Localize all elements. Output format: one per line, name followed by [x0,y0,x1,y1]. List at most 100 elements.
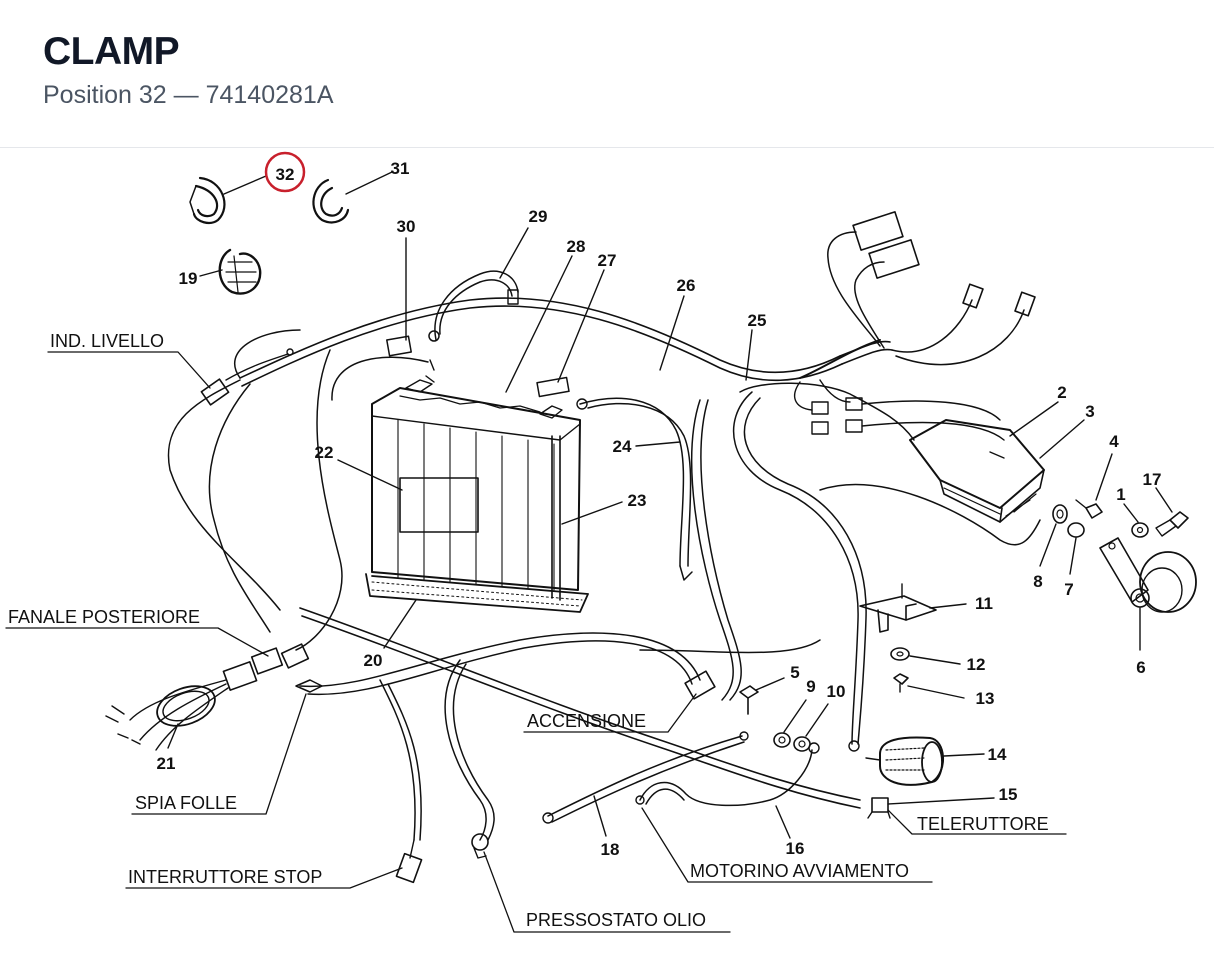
leader-4 [1095,453,1113,501]
part-number-8[interactable]: 8 [1033,572,1042,591]
starter-motor-part[interactable] [865,736,945,786]
nut-9-part[interactable] [773,732,791,748]
label-motorino-avviamento[interactable]: MOTORINO AVVIAMENTO [690,861,909,881]
leader-15 [887,797,995,805]
leader-28 [505,255,573,393]
leader-16 [775,805,791,839]
leader-7 [1069,537,1077,575]
washer-8-part[interactable] [1052,504,1068,524]
part-number-23[interactable]: 23 [628,491,647,510]
page-subtitle: Position 32 — 74140281A [43,81,334,109]
bolt-5-part[interactable] [739,685,759,715]
label-fanale-posteriore[interactable]: FANALE POSTERIORE [8,607,200,627]
leader-1 [1123,503,1139,523]
part-number-9[interactable]: 9 [806,677,815,696]
leader-3 [1039,419,1085,459]
part-number-14[interactable]: 14 [988,745,1007,764]
clamp-31-part[interactable] [312,178,350,224]
part-number-27[interactable]: 27 [598,251,617,270]
part-number-28[interactable]: 28 [567,237,586,256]
part-number-7[interactable]: 7 [1064,580,1073,599]
lower-harness [299,632,821,841]
bolt-4-part[interactable] [1075,499,1103,519]
wiring-diagram-svg: 32 31 19 [5,151,1197,933]
stop-switch [395,839,423,884]
connector-small-mid [793,379,1005,441]
bolt-17-part[interactable] [1155,511,1189,537]
oil-pressure-switch [471,833,489,859]
highlight-ring-32 [264,151,306,193]
part-number-19[interactable]: 19 [179,269,198,288]
part-number-29[interactable]: 29 [529,207,548,226]
washer-12-part[interactable] [890,647,910,661]
part-number-22[interactable]: 22 [315,443,334,462]
label-spia-folle[interactable]: SPIA FOLLE [135,793,237,813]
leader-25 [745,329,753,381]
label-accensione[interactable]: ACCENSIONE [527,711,646,731]
starter-cables [542,731,820,824]
left-harness [167,329,343,669]
battery-part[interactable] [371,379,581,591]
level-indicator-sensor [200,348,294,406]
part-number-12[interactable]: 12 [967,655,986,674]
part-number-32[interactable]: 32 [276,165,295,184]
leader-19 [199,269,223,277]
part-number-2[interactable]: 2 [1057,383,1066,402]
part-number-13[interactable]: 13 [976,689,995,708]
leader-20 [383,599,417,649]
part-number-16[interactable]: 16 [786,839,805,858]
part-number-31[interactable]: 31 [391,159,410,178]
part-number-24[interactable]: 24 [613,437,632,456]
part-number-17[interactable]: 17 [1143,470,1162,489]
battery-pad-part[interactable] [365,573,589,613]
leader-32 [223,175,267,195]
right-harness [690,391,1041,752]
part-number-5[interactable]: 5 [790,663,799,682]
leader-29 [499,227,529,279]
ignition-connector [684,670,716,700]
clamp-19-part[interactable] [218,248,262,295]
leader-12 [909,655,961,665]
label-pressostato-olio[interactable]: PRESSOSTATO OLIO [526,910,706,930]
part-number-10[interactable]: 10 [827,682,846,701]
part-number-18[interactable]: 18 [601,840,620,859]
connector-plugs-top [799,211,1036,379]
part-number-15[interactable]: 15 [999,785,1018,804]
part-number-20[interactable]: 20 [364,651,383,670]
part-number-21[interactable]: 21 [157,754,176,773]
leader-fanale [5,627,269,657]
washer-1-part[interactable] [1131,522,1149,538]
part-number-4[interactable]: 4 [1109,432,1119,451]
washer-10-part[interactable] [793,736,811,752]
neutral-light-connector [295,679,323,693]
clamp-32-part[interactable] [189,176,226,224]
battery-strap-part [551,435,561,601]
nut-7-part[interactable] [1067,522,1085,538]
part-number-3[interactable]: 3 [1085,402,1094,421]
voltage-regulator-part[interactable] [909,419,1045,523]
label-interruttore-stop[interactable]: INTERRUTTORE STOP [128,867,322,887]
relay-part[interactable] [867,797,891,819]
label-ind-livello[interactable]: IND. LIVELLO [50,331,164,351]
part-number-1[interactable]: 1 [1116,485,1125,504]
page-title: CLAMP [43,30,180,73]
leader-17 [1155,487,1173,513]
leader-9 [783,699,807,733]
ring-21-part[interactable] [152,679,221,733]
leader-10 [805,703,829,737]
horn-part[interactable] [1099,537,1197,613]
leader-24 [635,441,681,447]
part-number-30[interactable]: 30 [397,217,416,236]
tail-light-connector [105,647,284,751]
bolt-13-part[interactable] [893,673,909,693]
part-number-25[interactable]: 25 [748,311,767,330]
leader-23 [561,501,623,525]
part-number-11[interactable]: 11 [975,594,993,613]
leader-31 [345,171,393,195]
battery-cables [331,270,693,581]
part-number-6[interactable]: 6 [1136,658,1145,677]
bracket-11-part[interactable] [859,583,937,633]
part-number-26[interactable]: 26 [677,276,696,295]
leader-accensione [523,693,697,733]
label-teleruttore[interactable]: TELERUTTORE [917,814,1049,834]
